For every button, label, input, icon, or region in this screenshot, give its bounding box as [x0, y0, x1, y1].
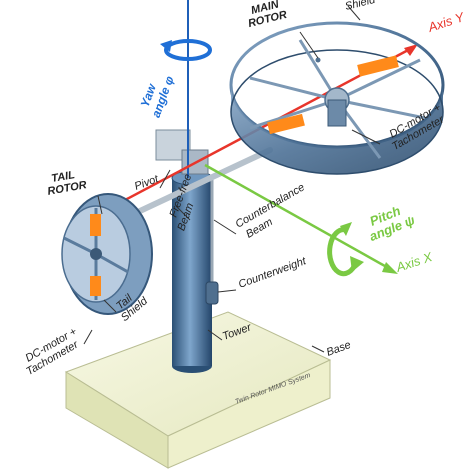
counterbalance-beam	[205, 178, 219, 305]
main-rotor	[229, 21, 445, 175]
base-label: Base	[325, 339, 353, 359]
axis-x-label: Axis X	[393, 249, 435, 275]
tail-rotor	[61, 193, 153, 315]
axis-x-line	[204, 163, 393, 272]
counterweight-label: Counterweight	[237, 255, 309, 291]
pitch-arrow-icon	[327, 222, 364, 277]
tower	[155, 129, 213, 373]
yaw-angle-label: Yaw angle φ	[136, 69, 177, 120]
pitch-angle-label: Pitch angle ψ	[362, 199, 417, 244]
tail-rotor-label: TAIL ROTOR	[45, 167, 88, 198]
shield-label: Shield	[344, 0, 377, 13]
axis-y-arrow	[404, 44, 418, 56]
main-rotor-label: MAIN ROTOR	[244, 0, 288, 30]
axis-x-arrow	[382, 262, 398, 274]
base	[64, 311, 332, 469]
leader-lines	[83, 5, 381, 353]
yaw-arrow-icon	[160, 39, 212, 61]
axis-y-label: Axis Y	[425, 9, 467, 35]
